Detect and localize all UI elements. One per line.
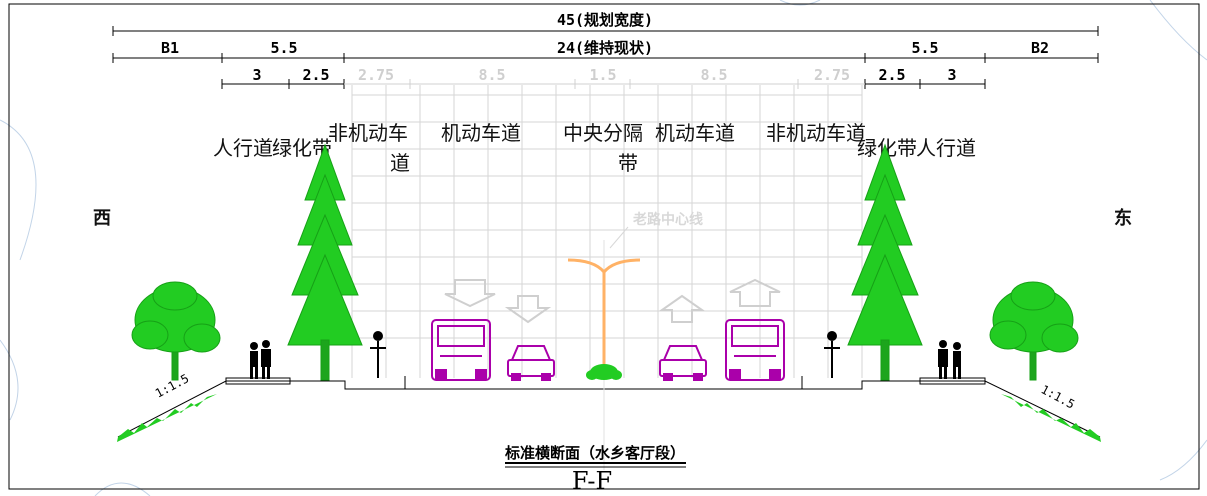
car-left [507, 345, 555, 381]
dim-center-label: 24(维持现状) [557, 39, 653, 57]
zone-median-tail: 带 [618, 151, 638, 175]
dim-total-label: 45(规划宽度) [557, 11, 653, 29]
zone-sidewalk-right: 人行道 [916, 136, 976, 160]
zone-nonmotor-left: 非机动车 [328, 121, 408, 145]
zone-median: 中央分隔 [563, 121, 643, 145]
pedestrians-left [250, 340, 271, 379]
zone-nonmotor-left-tail: 道 [390, 151, 410, 175]
dim-left-sidewalk-label: 3 [252, 66, 261, 84]
zone-sidewalk-left: 人行道 [213, 136, 273, 160]
dim-b2-label: B2 [1031, 39, 1049, 57]
dim-right-sidewalk-label: 3 [947, 66, 956, 84]
slope-grass [117, 394, 1101, 442]
dim-lane-label: 2.75 [358, 66, 394, 84]
car-right [659, 345, 707, 381]
zone-motor-left: 机动车道 [441, 121, 521, 145]
dim-lane-label: 8.5 [700, 66, 727, 84]
caption-title: 标准横断面（水乡客厅段） [504, 444, 685, 462]
conifer-tree-right [847, 143, 923, 381]
drawing-frame [8, 3, 1200, 490]
street-lamp [567, 258, 641, 372]
lane-direction-arrows [444, 278, 781, 324]
pedestrians-right [938, 340, 961, 379]
background-grid [351, 85, 863, 378]
cyclist-left [370, 331, 386, 378]
dim-left-side-label: 5.5 [270, 39, 297, 57]
old-road-centerline-note: 老路中心线 [633, 211, 703, 228]
cyclist-right [824, 331, 840, 378]
deciduous-tree-left [131, 281, 221, 381]
dim-left-green-label: 2.5 [302, 66, 329, 84]
conifer-tree-left [287, 143, 363, 381]
zone-motor-right: 机动车道 [655, 121, 735, 145]
direction-west: 西 [93, 208, 111, 229]
bus-left [431, 319, 491, 381]
dim-right-green-label: 2.5 [878, 66, 905, 84]
deciduous-tree-right [989, 281, 1079, 381]
bus-right [725, 319, 785, 381]
zone-nonmotor-right: 非机动车道 [766, 121, 866, 145]
slope-right-label: 1:1.5 [1039, 382, 1077, 411]
direction-east: 东 [1114, 207, 1132, 229]
dim-b1-label: B1 [161, 39, 179, 57]
median-planting [586, 364, 622, 380]
section-label: F-F [572, 467, 612, 495]
lane-dimension-line [344, 79, 865, 89]
dim-right-side-label: 5.5 [911, 39, 938, 57]
note-leader-line [609, 226, 629, 249]
dim-lane-label: 1.5 [589, 66, 616, 84]
dim-lane-label: 8.5 [478, 66, 505, 84]
dimension-lines [112, 26, 1099, 89]
dim-lane-label: 2.75 [814, 66, 850, 84]
